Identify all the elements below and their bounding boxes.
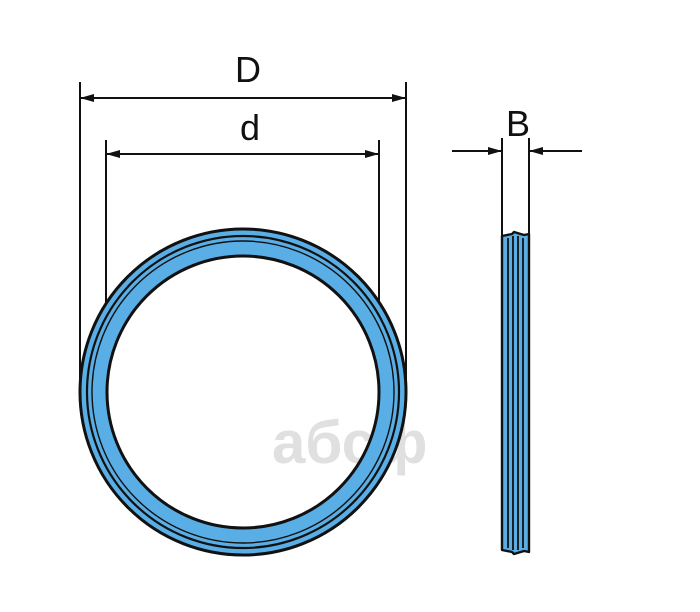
ring-side-view	[500, 230, 531, 556]
ring-lip-line-inner	[91, 240, 395, 544]
label-inner-diameter: d	[240, 107, 260, 148]
ring-lip-line-outer	[85, 234, 401, 550]
ring-outer-edge	[78, 227, 408, 557]
label-outer-diameter: D	[235, 49, 261, 90]
ring-side-body	[500, 230, 531, 556]
ring-inner-edge	[105, 254, 381, 530]
label-width: B	[506, 103, 530, 144]
ring-body	[80, 229, 406, 555]
ring-front-view	[78, 227, 408, 557]
